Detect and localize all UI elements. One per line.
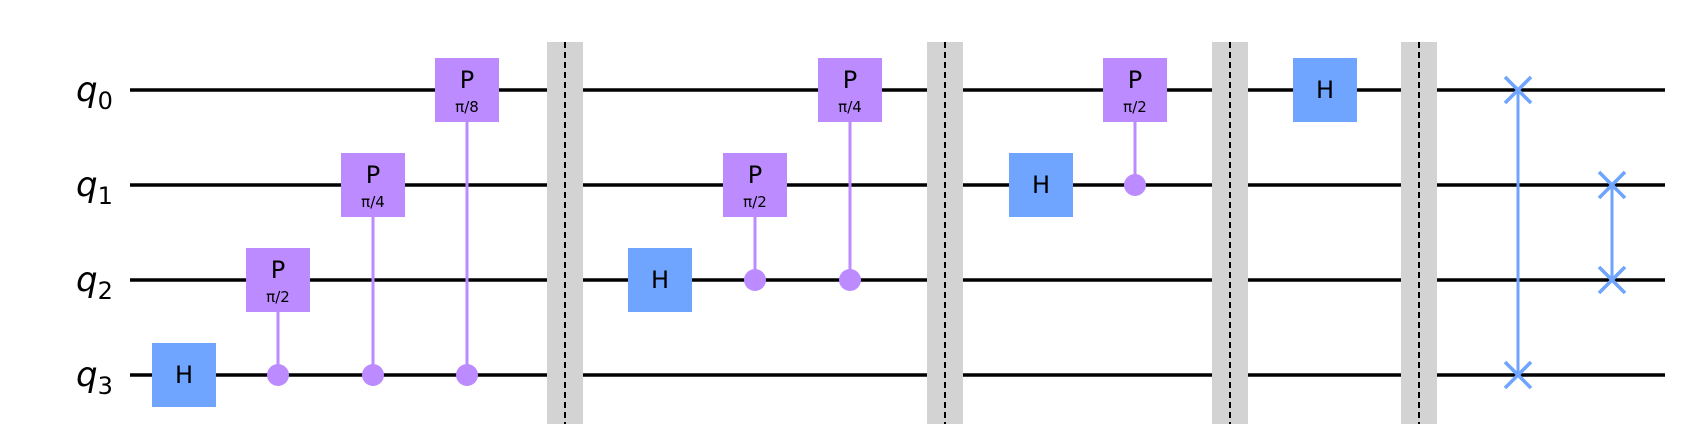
hadamard-gate — [628, 248, 692, 312]
swap-cross-icon — [1597, 265, 1627, 295]
phase-gate — [246, 248, 310, 312]
qubit-label-index: 1 — [98, 182, 113, 210]
qubit-label-name: q — [76, 260, 98, 300]
phase-gate-param: π/2 — [743, 193, 767, 211]
hadamard-gate — [1293, 58, 1357, 122]
qubit-label-index: 2 — [98, 277, 113, 305]
phase-gate — [435, 58, 499, 122]
hadamard-gate-label: H — [1316, 76, 1334, 104]
qubit-label-index: 0 — [98, 87, 113, 115]
phase-gate-label: P — [1128, 66, 1142, 94]
phase-gate-label: P — [271, 256, 285, 284]
control-dot — [839, 269, 861, 291]
hadamard-gate-label: H — [1032, 171, 1050, 199]
swap-cross-icon — [1503, 75, 1533, 105]
control-dot — [267, 364, 289, 386]
qubit-label-0: q0 — [76, 70, 113, 115]
hadamard-gate — [1009, 153, 1073, 217]
phase-gate-label: P — [748, 161, 762, 189]
phase-gate — [341, 153, 405, 217]
phase-gate-param: π/2 — [266, 288, 290, 306]
phase-gate-param: π/4 — [361, 193, 385, 211]
phase-gate-label: P — [843, 66, 857, 94]
phase-gate — [818, 58, 882, 122]
control-dot — [1124, 174, 1146, 196]
phase-gate — [723, 153, 787, 217]
qubit-label-name: q — [76, 355, 98, 395]
hadamard-gate-label: H — [175, 361, 193, 389]
phase-gate — [1103, 58, 1167, 122]
barriers — [547, 42, 1437, 424]
hadamard-gate — [152, 343, 216, 407]
hadamard-gate-label: H — [651, 266, 669, 294]
swap-cross-icon — [1597, 170, 1627, 200]
qubit-label-name: q — [76, 165, 98, 205]
qubit-label-name: q — [76, 70, 98, 110]
qubit-label-3: q3 — [76, 355, 113, 400]
phase-gate-label: P — [366, 161, 380, 189]
qubit-label-1: q1 — [76, 165, 113, 210]
phase-gate-param: π/4 — [838, 98, 862, 116]
qubit-label-2: q2 — [76, 260, 113, 305]
control-dot — [362, 364, 384, 386]
swap-cross-icon — [1503, 360, 1533, 390]
phase-gate-param: π/2 — [1123, 98, 1147, 116]
control-dot — [744, 269, 766, 291]
phase-gate-label: P — [460, 66, 474, 94]
qubit-label-index: 3 — [98, 372, 113, 400]
control-dot — [456, 364, 478, 386]
phase-gate-param: π/8 — [455, 98, 479, 116]
